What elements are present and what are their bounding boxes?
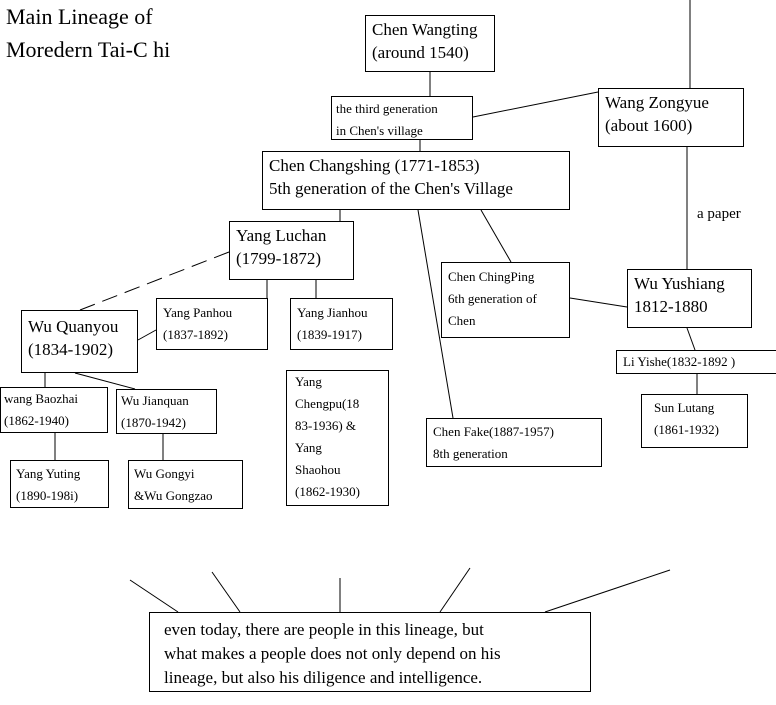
node-detail-2: Chen [448,313,476,328]
node-dates: (1870-1942) [121,415,186,430]
node-name-3: Yang [295,440,322,455]
title-line-1: Main Lineage of [6,4,153,29]
node-detail: 8th generation [433,446,508,461]
node-name: wang Baozhai [4,391,79,406]
node-name: Chen Wangting [372,20,478,39]
node-name: Yang Jianhou [297,305,368,320]
node-name: Chen Fake(1887-1957) [433,424,554,439]
node-dates: (around 1540) [372,43,469,62]
connector-luchan-quanyou [79,251,230,311]
node-yang-chengpu: Yang Chengpu(18 83-1936) & Yang Shaohou … [286,370,389,506]
node-chen-changshing: Chen Changshing (1771-1853) 5th generati… [262,151,570,210]
node-wu-quanyou: Wu Quanyou (1834-1902) [21,310,138,373]
node-name: Li Yishe(1832-1892 ) [623,354,736,369]
node-detail: in Chen's village [336,123,423,138]
connector-note-1 [129,579,179,613]
node-name: Wang Zongyue [605,93,709,112]
node-wang-zongyue: Wang Zongyue (about 1600) [598,88,744,147]
node-yang-yuting: Yang Yuting (1890-198i) [10,460,109,508]
node-third-generation: the third generation in Chen's village [331,96,473,140]
title-line-2: Moredern Tai-C hi [6,37,171,62]
node-wang-baozhai: wang Baozhai (1862-1940) [0,387,108,433]
node-yang-panhou: Yang Panhou (1837-1892) [156,298,268,350]
node-name: Wu Gongyi [134,466,195,481]
node-dates: (about 1600) [605,116,693,135]
note-line-3: lineage, but also his diligence and inte… [164,668,483,687]
node-sun-lutang: Sun Lutang (1861-1932) [641,394,748,448]
node-name-2: &Wu Gongzao [134,488,213,503]
connector-third-wangzongyue [472,91,599,118]
connector-quanyou-jianquan [74,372,136,390]
node-name: Chen ChingPing [448,269,535,284]
node-dates: 83-1936) & [295,418,357,433]
connector-panhou-quanyou [137,329,157,341]
node-name: Yang Yuting [16,466,81,481]
connector-note-2 [211,571,241,613]
node-detail: 5th generation of the Chen's Village [269,179,513,198]
connector-changshing-chenfake [417,209,454,419]
node-dates: (1861-1932) [654,422,719,437]
connector-changshing-chingping [480,209,512,263]
node-chen-wangting: Chen Wangting (around 1540) [365,15,495,72]
connector-wuyushiang-liyishe [686,327,696,351]
node-dates-2: (1862-1930) [295,484,360,499]
node-name: Yang Luchan [236,226,327,245]
node-name: Wu Yushiang [634,274,725,293]
node-dates: (1862-1940) [4,413,69,428]
node-dates: 1812-1880 [634,297,708,316]
node-wu-yushiang: Wu Yushiang 1812-1880 [627,269,752,328]
diagram-title: Main Lineage of Moredern Tai-C hi [6,0,170,66]
node-detail: 6th generation of [448,291,537,306]
node-wu-gongyi: Wu Gongyi &Wu Gongzao [128,460,243,509]
node-dates: (1799-1872) [236,249,321,268]
node-name-2: Chengpu(18 [295,396,360,411]
connector-note-5 [544,569,671,613]
note-line-2: what makes a people does not only depend… [164,644,501,663]
node-yang-luchan: Yang Luchan (1799-1872) [229,221,354,280]
connector-note-4 [439,567,471,613]
node-yang-jianhou: Yang Jianhou (1839-1917) [290,298,393,350]
note-line-1: even today, there are people in this lin… [164,620,484,639]
node-name: Wu Jianquan [121,393,189,408]
node-name: Sun Lutang [654,400,715,415]
node-dates: (1834-1902) [28,340,113,359]
connector-chingping-wuyushiang [569,297,628,308]
node-name: Chen Changshing (1771-1853) [269,156,480,175]
node-name: Yang Panhou [163,305,233,320]
node-dates: (1890-198i) [16,488,79,503]
node-dates: (1839-1917) [297,327,362,342]
node-wu-jianquan: Wu Jianquan (1870-1942) [116,389,217,434]
node-dates: (1837-1892) [163,327,228,342]
node-chen-fake: Chen Fake(1887-1957) 8th generation [426,418,602,467]
lineage-note: even today, there are people in this lin… [149,612,591,692]
node-chen-chingping: Chen ChingPing 6th generation of Chen [441,262,570,338]
node-name-4: Shaohou [295,462,341,477]
node-li-yishe: Li Yishe(1832-1892 ) [616,350,776,374]
node-name: Yang [295,374,322,389]
edge-label-a-paper: a paper [697,206,741,222]
node-name: the third generation [336,101,438,116]
yang-chengpu-border [286,370,389,506]
node-name: Wu Quanyou [28,317,119,336]
